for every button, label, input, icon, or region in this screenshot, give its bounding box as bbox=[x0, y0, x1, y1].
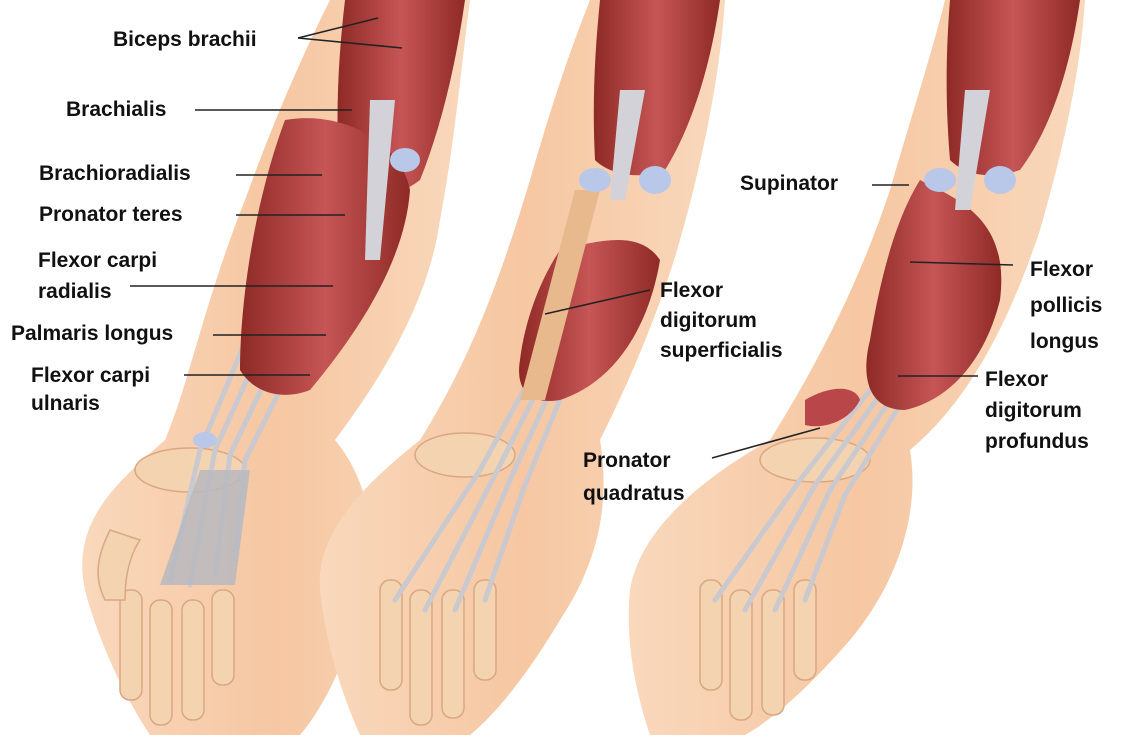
arm-2-elbow-cartilage-a bbox=[579, 168, 611, 192]
arm-3-elbow-cartilage-a bbox=[924, 168, 956, 192]
label-flexor-digitorum-profundus: Flexor digitorum profundus bbox=[985, 364, 1089, 457]
label-flexor-carpi-ulnaris: Flexor carpi ulnaris bbox=[31, 362, 150, 418]
label-supinator: Supinator bbox=[740, 172, 838, 196]
label-brachialis: Brachialis bbox=[66, 98, 166, 122]
label-pronator-quadratus: Pronator quadratus bbox=[583, 444, 685, 510]
arm-2-elbow-cartilage-b bbox=[639, 166, 671, 194]
label-flexor-digitorum-superficialis: Flexor digitorum superficialis bbox=[660, 276, 783, 366]
label-palmaris-longus: Palmaris longus bbox=[11, 322, 173, 346]
label-flexor-carpi-radialis: Flexor carpi radialis bbox=[38, 245, 157, 307]
arm-3-elbow-cartilage-b bbox=[984, 166, 1016, 194]
label-flexor-pollicis-longus: Flexor pollicis longus bbox=[1030, 252, 1102, 360]
label-pronator-teres: Pronator teres bbox=[39, 203, 183, 227]
label-brachioradialis: Brachioradialis bbox=[39, 162, 191, 186]
arm-1-elbow-cartilage bbox=[390, 148, 420, 172]
label-biceps-brachii: Biceps brachii bbox=[113, 28, 257, 52]
arm-1-wrist-cartilage bbox=[193, 432, 217, 448]
